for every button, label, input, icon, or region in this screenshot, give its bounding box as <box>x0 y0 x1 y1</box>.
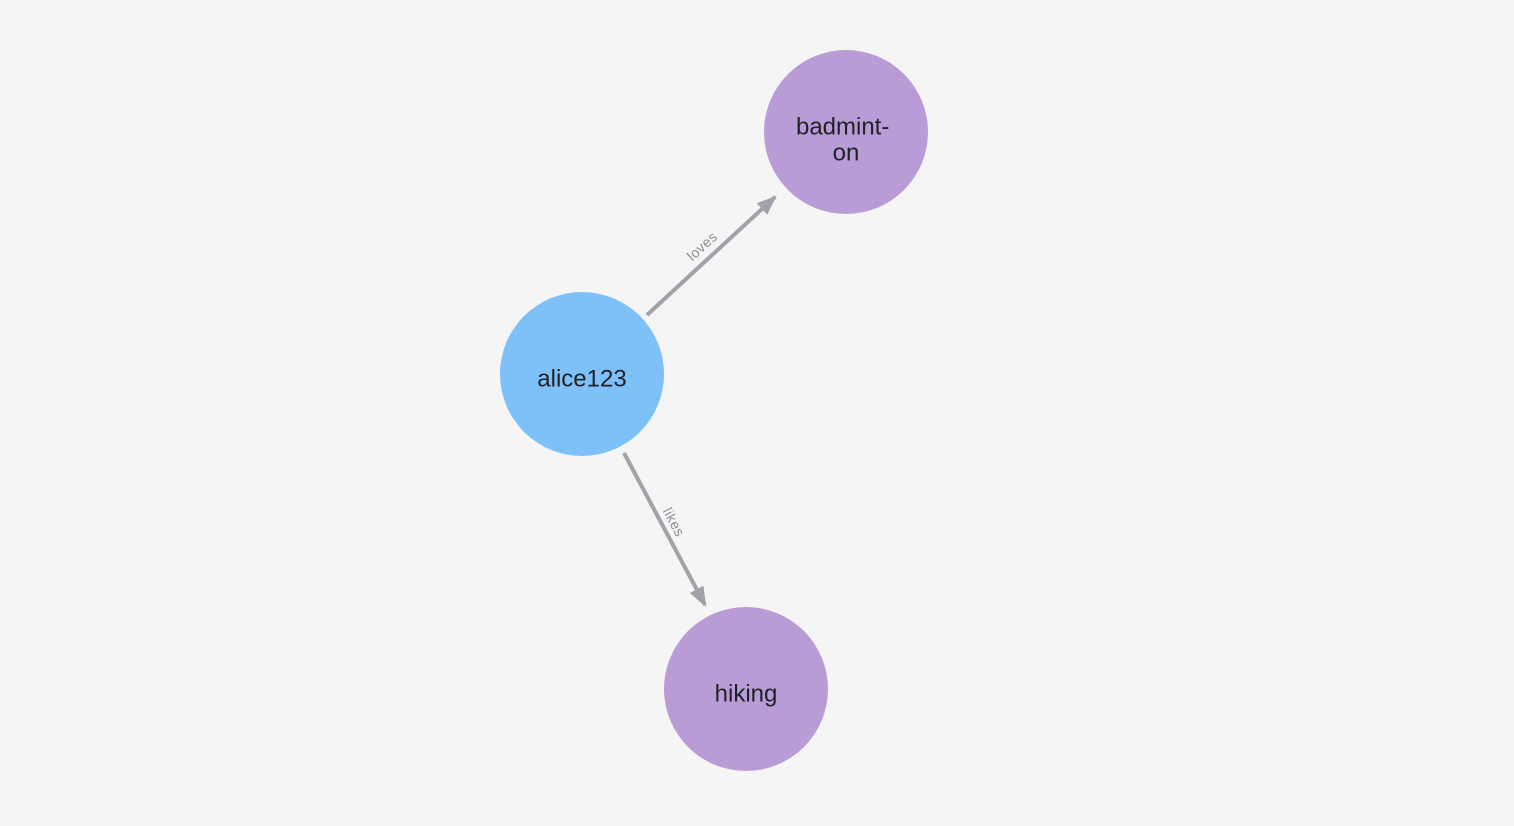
edge-likes[interactable]: likes <box>622 452 707 607</box>
node-badminton-circle <box>764 50 928 214</box>
edge-loves[interactable]: loves <box>645 195 777 317</box>
edge-likes-line <box>622 452 707 607</box>
edge-loves-line <box>645 195 777 317</box>
node-alice123-circle <box>500 292 664 456</box>
node-hiking-circle <box>664 607 828 771</box>
edge-loves-label: loves <box>684 228 721 264</box>
node-hiking[interactable]: hiking <box>664 607 828 771</box>
node-badminton[interactable]: badmint- on <box>764 50 928 214</box>
node-alice123[interactable]: alice123 <box>500 292 664 456</box>
edge-likes-label: likes <box>660 505 688 539</box>
